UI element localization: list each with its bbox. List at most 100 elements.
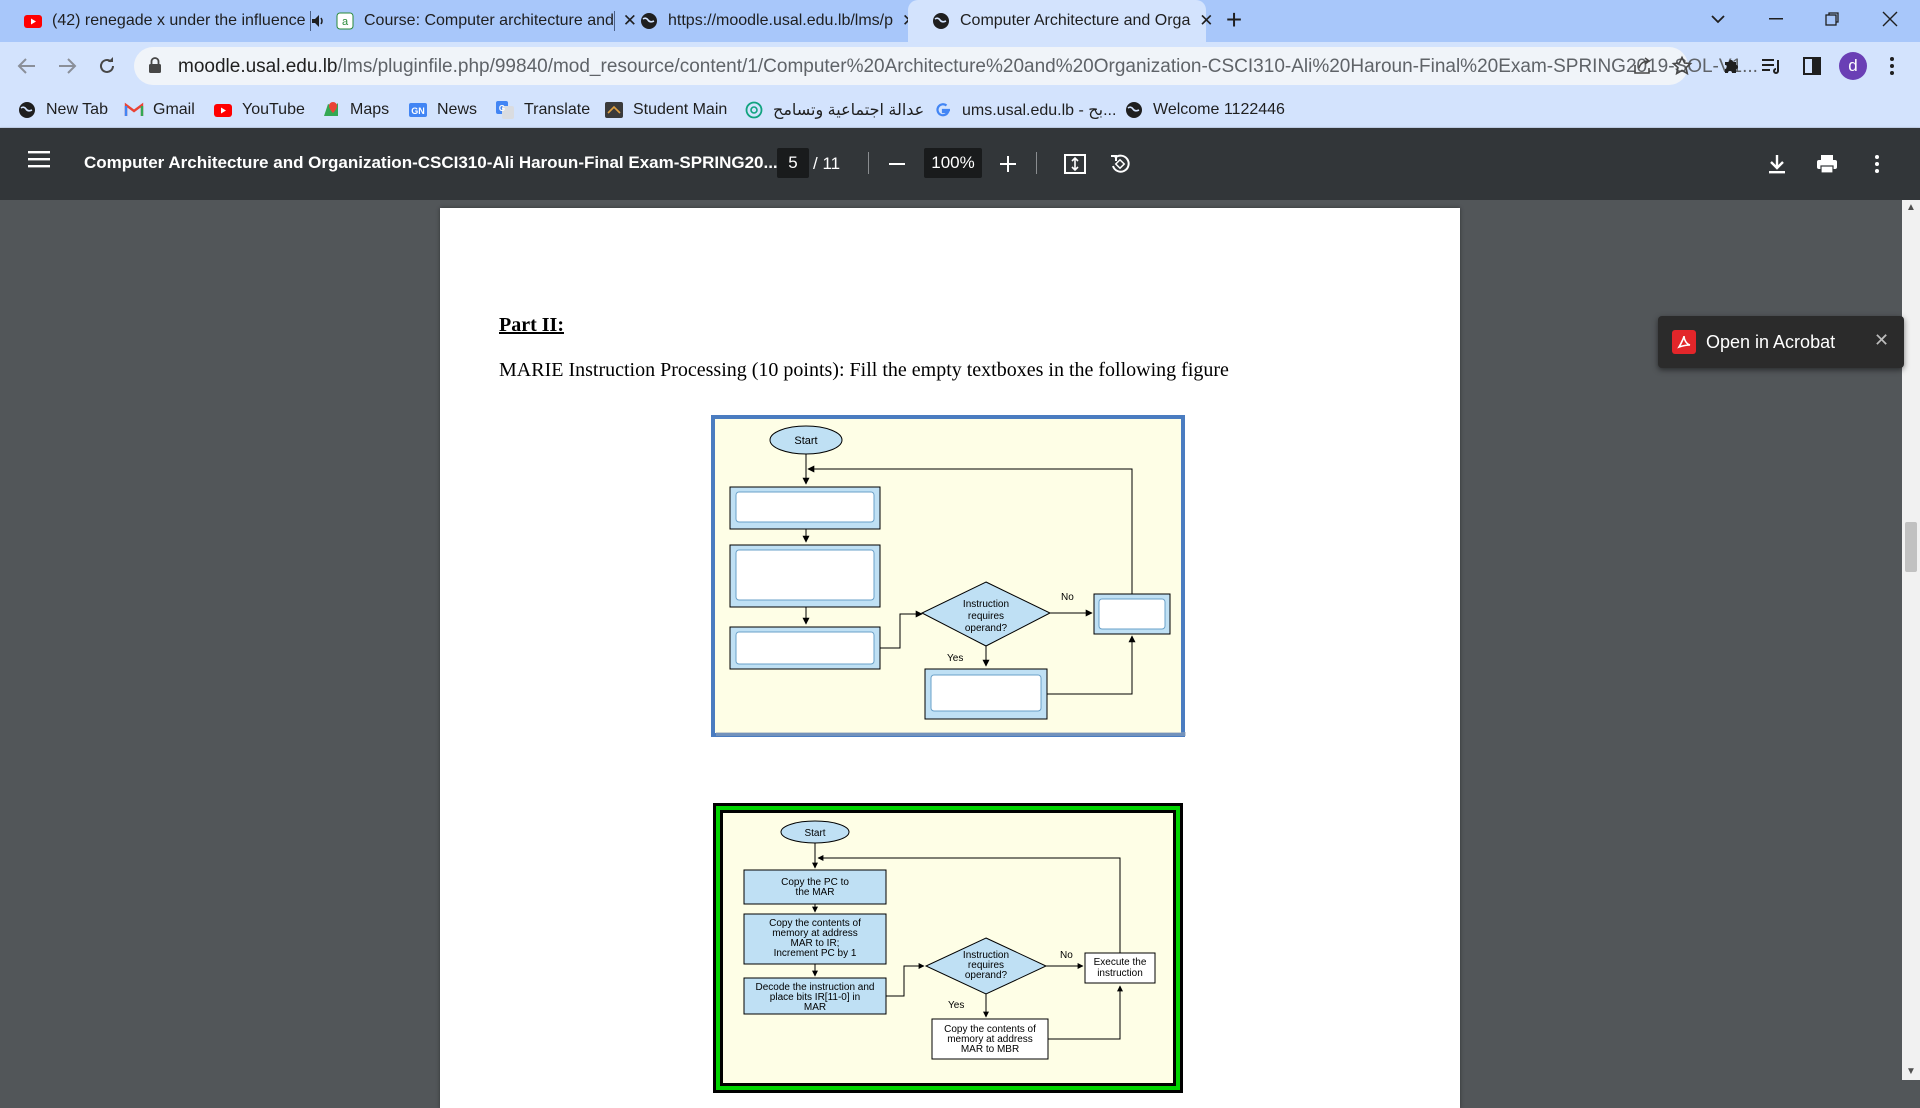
new-tab-button[interactable]: + <box>1225 4 1243 35</box>
empty-textbox-3[interactable] <box>735 631 875 665</box>
browser-toolbar: moodle.usal.edu.lb/lms/pluginfile.php/99… <box>0 42 1920 90</box>
question-text: MARIE Instruction Processing (10 points)… <box>499 359 1229 381</box>
page-number-input[interactable]: 5 <box>777 148 809 178</box>
decision-line-1: Instruction <box>963 599 1009 610</box>
zoom-in-icon[interactable] <box>994 150 1022 178</box>
bookmark-ums[interactable]: ums.usal.edu.lb - بح... <box>934 99 1116 121</box>
bookmark-gmail[interactable]: Gmail <box>124 99 195 121</box>
step2-line-1: Copy the contents of <box>769 918 861 929</box>
scroll-up-icon[interactable]: ▲ <box>1906 202 1916 213</box>
pdf-viewer[interactable]: Part II: MARIE Instruction Processing (1… <box>0 200 1902 1108</box>
youtube-icon <box>24 12 42 30</box>
bookmark-star-icon[interactable] <box>1666 50 1698 82</box>
tab-moodle-url[interactable]: https://moodle.usal.edu.lb/lms/p ✕ <box>616 0 916 42</box>
decision-line-1: Instruction <box>963 950 1009 961</box>
operand-line-1: Copy the contents of <box>944 1024 1036 1035</box>
rotate-icon[interactable] <box>1106 150 1134 178</box>
lock-icon[interactable] <box>148 57 162 79</box>
vertical-scrollbar[interactable]: ▲ ▼ <box>1902 200 1920 1080</box>
reading-list-icon[interactable] <box>1756 50 1788 82</box>
chrome-menu-icon[interactable] <box>1876 50 1908 82</box>
pdf-toolbar: Computer Architecture and Organization-C… <box>0 128 1920 200</box>
no-label: No <box>1061 592 1074 603</box>
bookmark-student-main[interactable]: Student Main <box>605 99 727 121</box>
google-icon <box>934 101 952 119</box>
menu-icon[interactable] <box>28 150 50 173</box>
bookmark-welcome[interactable]: Welcome 1122446 <box>1125 99 1285 121</box>
step2-line-3: MAR to IR; <box>791 938 840 949</box>
bookmark-label: YouTube <box>242 101 305 118</box>
empty-textbox-execute[interactable] <box>1098 598 1166 630</box>
globe-icon <box>1125 101 1143 119</box>
youtube-icon <box>214 101 232 119</box>
tab-strip: (42) renegade x under the influence ✕ a … <box>0 0 1920 42</box>
acrobat-label[interactable]: Open in Acrobat <box>1706 332 1836 352</box>
address-bar[interactable]: moodle.usal.edu.lb/lms/pluginfile.php/99… <box>134 47 1758 85</box>
toolbar-divider <box>868 152 869 174</box>
close-icon[interactable]: ✕ <box>1874 330 1890 350</box>
yes-label: Yes <box>948 1000 964 1011</box>
gmail-icon <box>124 101 144 119</box>
scroll-thumb[interactable] <box>1905 522 1917 572</box>
empty-textbox-1[interactable] <box>735 491 875 523</box>
decision-line-3: operand? <box>965 970 1008 981</box>
back-icon[interactable] <box>11 50 43 82</box>
empty-textbox-operand[interactable] <box>930 674 1042 712</box>
forward-icon[interactable] <box>51 50 83 82</box>
bookmark-label: Student Main <box>633 101 728 118</box>
minimize-icon[interactable] <box>1752 0 1800 38</box>
maps-icon <box>322 101 340 119</box>
zoom-out-icon[interactable] <box>883 150 911 178</box>
bookmark-label: New Tab <box>46 101 108 118</box>
speaker-icon[interactable] <box>310 12 328 30</box>
globe-icon <box>932 12 950 30</box>
close-icon[interactable]: ✕ <box>1199 11 1214 30</box>
close-icon[interactable]: ✕ <box>622 11 638 30</box>
download-icon[interactable] <box>1763 150 1791 178</box>
restore-icon[interactable] <box>1808 0 1856 38</box>
pdf-page: Part II: MARIE Instruction Processing (1… <box>440 208 1460 1108</box>
step3-line-1: Decode the instruction and <box>756 982 875 993</box>
step1-line-1: Copy the PC to <box>781 877 849 888</box>
bookmark-label: عدالة اجتماعية وتسامح <box>773 102 925 119</box>
moodle-icon: a <box>336 12 354 30</box>
side-panel-icon[interactable] <box>1796 50 1828 82</box>
bookmark-translate[interactable]: G Translate <box>496 99 590 121</box>
svg-text:GN: GN <box>411 106 425 116</box>
tab-divider <box>614 11 615 31</box>
step-fetch <box>743 913 887 965</box>
tab-active-pdf[interactable]: Computer Architecture and Orga ✕ <box>908 0 1213 42</box>
start-label: Start <box>794 435 817 447</box>
tab-divider <box>310 11 311 31</box>
share-icon[interactable] <box>1627 50 1659 82</box>
bookmark-news[interactable]: GN News <box>409 99 477 121</box>
print-icon[interactable] <box>1813 150 1841 178</box>
globe-icon <box>18 101 36 119</box>
tab-course[interactable]: a Course: Computer architecture and ✕ <box>312 0 637 42</box>
tab-youtube[interactable]: (42) renegade x under the influence ✕ <box>0 0 351 42</box>
extensions-icon[interactable] <box>1716 50 1748 82</box>
solution-flowchart: Start Copy the PC to the MAR Copy the co… <box>713 803 1183 1093</box>
step2-line-4: Increment PC by 1 <box>774 948 857 959</box>
student-icon <box>605 101 623 119</box>
fit-page-icon[interactable] <box>1061 150 1089 178</box>
zoom-input[interactable]: 100% <box>924 148 982 178</box>
close-window-icon[interactable] <box>1866 0 1914 38</box>
flow-arrow <box>1047 635 1136 695</box>
profile-avatar[interactable]: d <box>1839 52 1867 80</box>
reload-icon[interactable] <box>91 50 123 82</box>
scroll-down-icon[interactable]: ▼ <box>1906 1066 1916 1077</box>
more-options-icon[interactable] <box>1863 150 1891 178</box>
tab-search-icon[interactable] <box>1694 0 1742 38</box>
page-total: / 11 <box>813 154 841 173</box>
bookmark-label: Maps <box>350 101 390 118</box>
bookmark-maps[interactable]: Maps <box>322 99 389 121</box>
no-label: No <box>1060 950 1073 961</box>
bookmark-arabic[interactable]: عدالة اجتماعية وتسامح <box>745 99 924 121</box>
decision-line-2: requires <box>968 960 1004 971</box>
bookmark-new-tab[interactable]: New Tab <box>18 99 108 121</box>
open-in-acrobat-popup[interactable]: Open in Acrobat ✕ <box>1658 316 1904 368</box>
bookmark-youtube[interactable]: YouTube <box>214 99 305 121</box>
step-copy-pc <box>743 869 887 905</box>
empty-textbox-2[interactable] <box>735 549 875 601</box>
